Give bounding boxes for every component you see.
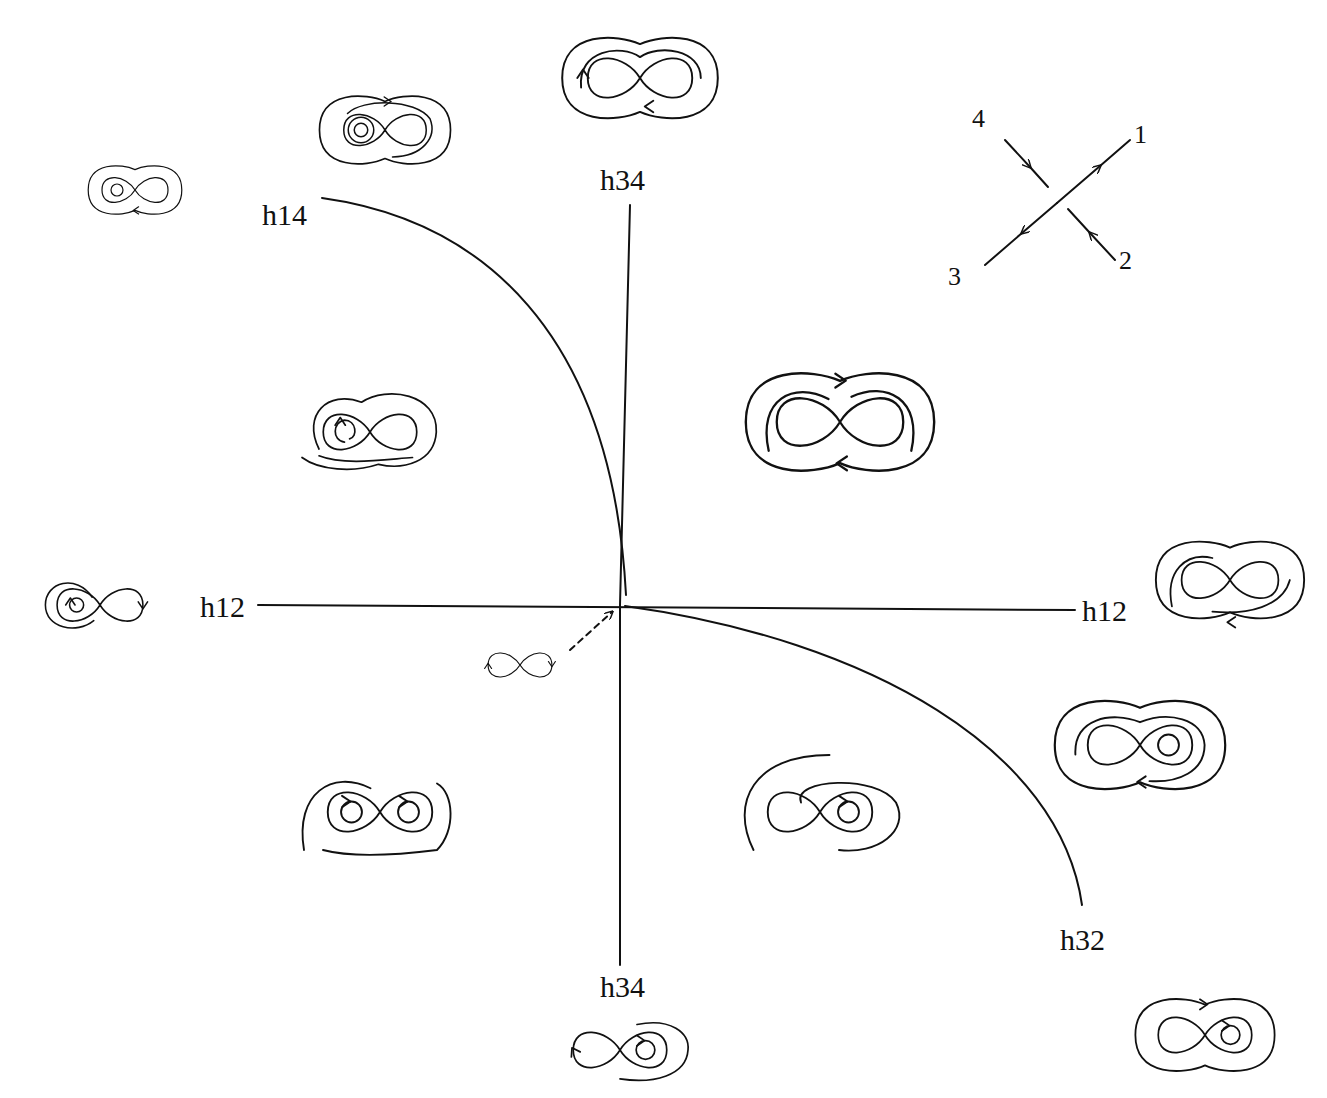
strand-number: 1 (1134, 122, 1147, 148)
phase-portrait (1135, 999, 1274, 1071)
curve-label: h34 (600, 972, 645, 1002)
phase-portrait (485, 653, 556, 677)
curve-label: h14 (262, 200, 307, 230)
curve-label: h12 (1082, 596, 1127, 626)
strand-number: 2 (1119, 248, 1132, 274)
phase-portrait (302, 394, 436, 469)
phase-portrait (303, 782, 451, 855)
curve-label: h12 (200, 592, 245, 622)
strand-number: 3 (948, 264, 961, 290)
phase-portrait (745, 755, 900, 851)
phase-portrait (568, 1023, 689, 1080)
phase-portrait (1055, 701, 1225, 789)
phase-portrait (1156, 542, 1304, 628)
phase-portrait (746, 373, 934, 470)
crossing-sketch (985, 140, 1130, 265)
curve-label: h32 (1060, 925, 1105, 955)
horizontal-axis (258, 605, 1075, 610)
phase-portrait (45, 583, 147, 628)
curve-label: h34 (600, 165, 645, 195)
bifurcation-curve (625, 606, 1082, 905)
phase-portrait (562, 38, 718, 118)
phase-portrait (319, 96, 450, 164)
phase-portrait (88, 166, 182, 214)
bifurcation-curve (322, 198, 626, 595)
dashed-arrow (570, 612, 612, 650)
strand-number: 4 (972, 106, 985, 132)
